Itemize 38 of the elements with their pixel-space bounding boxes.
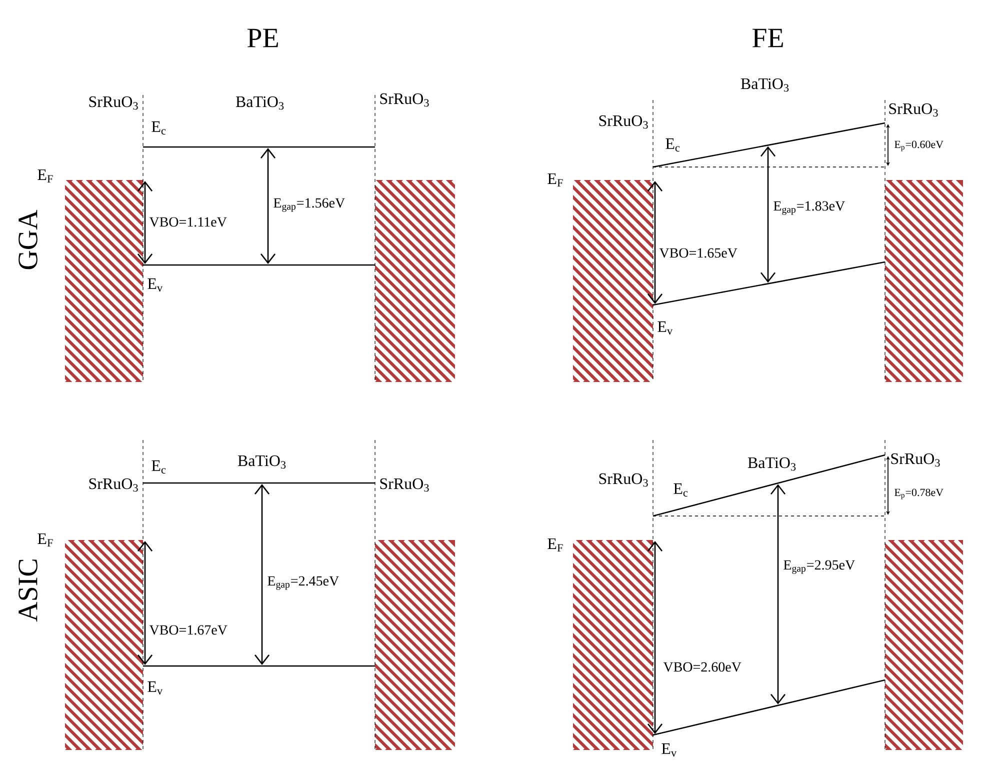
band-label: E$_{c}$: [152, 121, 166, 135]
material-label: SrRuO$_{3}$: [380, 478, 429, 492]
material-label: BaTiO$_{3}$: [236, 96, 284, 110]
value-label: E$_{p}$=0.78eV: [894, 488, 944, 500]
band-label: E$_{v}$: [148, 278, 163, 292]
value-label: VBO=2.60eV: [663, 662, 742, 672]
material-label: BaTiO$_{3}$: [238, 455, 286, 469]
value-label: E$_{gap}$=1.83eV: [774, 201, 845, 215]
material-label: SrRuO$_{3}$: [89, 478, 138, 492]
value-label: VBO=1.11eV: [149, 217, 227, 227]
band-label: E$_{v}$: [662, 743, 677, 757]
column-title: PE: [247, 28, 278, 48]
band-label: E$_{c}$: [666, 138, 680, 152]
band-label: E$_{F}$: [38, 533, 53, 547]
row-title: ASIC: [18, 560, 38, 622]
value-label: E$_{gap}$=1.56eV: [274, 198, 345, 212]
band-label: E$_{v}$: [148, 681, 163, 695]
value-label: VBO=1.67eV: [149, 625, 228, 635]
value-label: E$_{gap}$=2.45eV: [268, 576, 339, 590]
material-label: SrRuO$_{3}$: [889, 103, 938, 117]
band-label: E$_{F}$: [548, 538, 563, 552]
band-label: E$_{c}$: [674, 483, 688, 497]
material-label: SrRuO$_{3}$: [599, 473, 648, 487]
value-label: E$_{p}$=0.60eV: [894, 140, 944, 152]
material-label: BaTiO$_{3}$: [740, 78, 789, 92]
value-label: VBO=1.65eV: [659, 248, 738, 258]
value-label: E$_{gap}$=2.95eV: [784, 560, 855, 574]
band-label: E$_{c}$: [152, 460, 166, 474]
material-label: SrRuO$_{3}$: [891, 453, 940, 467]
material-label: SrRuO$_{3}$: [599, 115, 648, 129]
material-label: BaTiO$_{3}$: [748, 457, 796, 471]
band-label: E$_{F}$: [38, 169, 53, 183]
band-label: E$_{v}$: [658, 321, 673, 335]
material-label: SrRuO$_{3}$: [380, 93, 429, 107]
row-title: GGA: [18, 210, 38, 270]
column-title: FE: [752, 28, 783, 48]
material-label: SrRuO$_{3}$: [89, 96, 138, 110]
band-label: E$_{F}$: [548, 173, 563, 187]
